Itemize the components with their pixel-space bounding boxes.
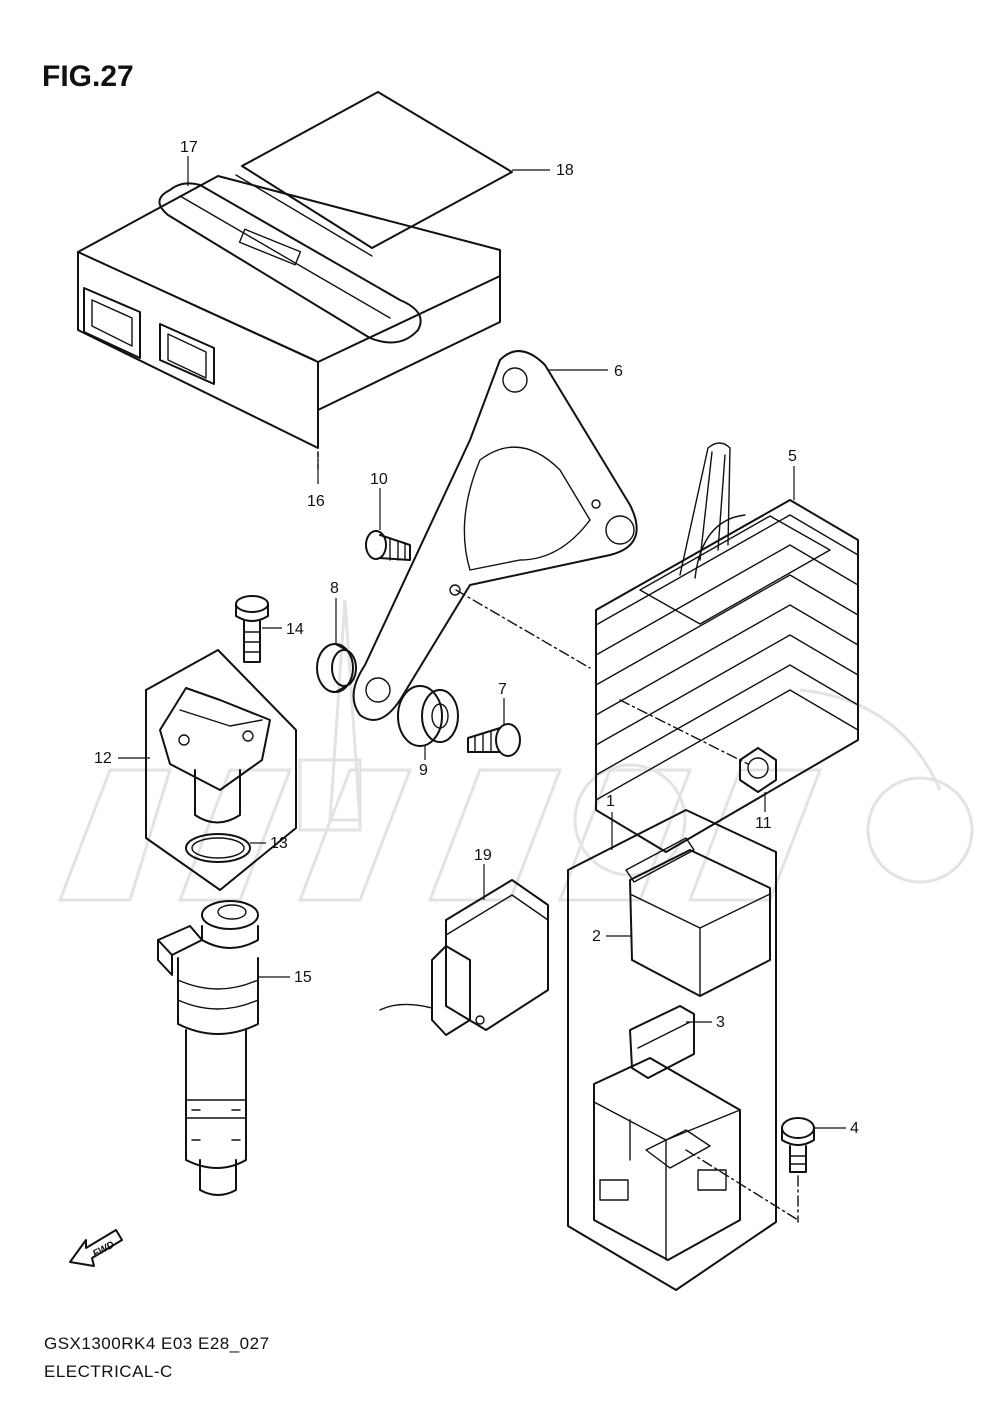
part-4-bolt[interactable] (781, 1117, 815, 1173)
callout-label-12: 12 (94, 750, 112, 767)
callout-8: 8 (330, 580, 339, 644)
callout-18: 18 (512, 162, 574, 179)
part-12-sensor[interactable] (159, 687, 271, 824)
part-10-bolt[interactable] (365, 530, 411, 561)
callout-1: 1 (606, 793, 615, 850)
callout-10: 10 (370, 471, 388, 530)
callout-label-5: 5 (788, 448, 797, 465)
part-1-starter-relay[interactable] (593, 1057, 741, 1261)
callout-label-10: 10 (370, 471, 388, 488)
section-name: ELECTRICAL-C (44, 1362, 173, 1381)
part-13-o-ring[interactable] (185, 833, 251, 863)
callout-label-6: 6 (614, 363, 623, 380)
callout-13: 13 (250, 835, 288, 852)
callout-19: 19 (474, 847, 492, 900)
assembly-guide-lines (317, 451, 799, 1223)
callout-11: 11 (755, 792, 772, 832)
part-11-nut[interactable] (739, 747, 777, 793)
callout-7: 7 (498, 681, 507, 726)
part-5-regulator-rectifier[interactable] (595, 442, 859, 853)
callout-12: 12 (94, 750, 150, 767)
callout-label-19: 19 (474, 847, 492, 864)
callout-label-14: 14 (286, 621, 304, 638)
callout-label-17: 17 (180, 139, 198, 156)
callout-2: 2 (592, 928, 632, 945)
callout-9: 9 (419, 746, 428, 779)
part-15-ignition-coil[interactable] (157, 900, 259, 1196)
callout-label-11: 11 (755, 815, 772, 832)
callout-label-8: 8 (330, 580, 339, 597)
callout-label-18: 18 (556, 162, 574, 179)
callout-6: 6 (548, 363, 623, 380)
part-12-sensor-group-frame (145, 649, 297, 891)
callout-label-16: 16 (307, 493, 325, 510)
fwd-arrow-icon: FWD (69, 1229, 123, 1267)
part-19-relay[interactable] (379, 879, 549, 1036)
part-18-label-sheet[interactable] (235, 91, 513, 257)
callout-17: 17 (180, 139, 198, 186)
callout-label-4: 4 (850, 1120, 859, 1137)
callout-label-7: 7 (498, 681, 507, 698)
callout-16: 16 (307, 452, 325, 510)
part-3-fuse[interactable] (629, 1005, 695, 1079)
part-14-bolt[interactable] (235, 595, 269, 663)
part-6-bracket[interactable] (352, 350, 638, 721)
part-8-collar[interactable] (316, 643, 357, 693)
callout-label-9: 9 (419, 762, 428, 779)
callout-14: 14 (262, 621, 304, 638)
part-7-bolt[interactable] (467, 723, 521, 757)
part-2-relay-cover[interactable] (625, 837, 771, 997)
callout-label-3: 3 (716, 1014, 725, 1031)
callout-4: 4 (814, 1120, 859, 1137)
watermark-logo (57, 599, 974, 902)
part-17-gasket[interactable] (158, 182, 422, 344)
part-16-ecm-unit[interactable] (77, 175, 501, 449)
callout-15: 15 (258, 969, 312, 986)
model-code: GSX1300RK4 E03 E28_027 (44, 1334, 270, 1353)
callout-label-1: 1 (606, 793, 615, 810)
callout-label-2: 2 (592, 928, 601, 945)
callout-label-15: 15 (294, 969, 312, 986)
part-9-grommet[interactable] (397, 685, 459, 747)
part-1-starter-relay-group-frame (567, 809, 777, 1291)
callout-3: 3 (686, 1014, 725, 1031)
callout-label-13: 13 (270, 835, 288, 852)
callout-5: 5 (788, 448, 797, 500)
figure-title: FIG.27 (42, 60, 134, 93)
